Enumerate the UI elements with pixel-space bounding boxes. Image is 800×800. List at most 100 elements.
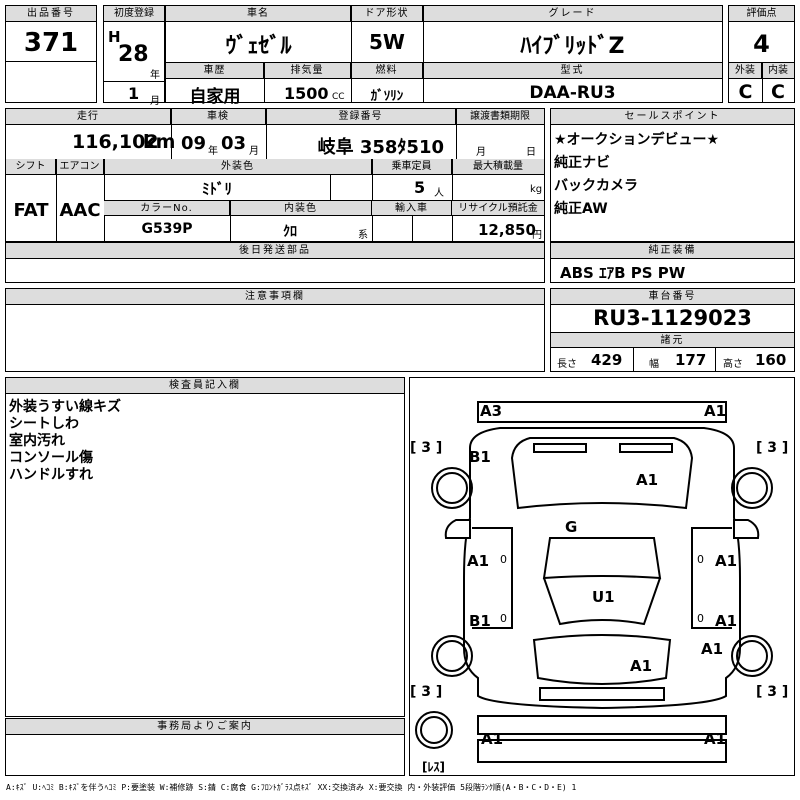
inspector-note-4: コンソール傷 [9,450,93,466]
mark-front-bumper-left: A3 [480,402,503,420]
model-code-label: 型式 [423,63,722,79]
mark-rear-right-fender: A1 [701,640,724,658]
int-color-suffix: 系 [358,230,368,241]
notes-label: 注意事項欄 [6,289,544,305]
recycle-label: リサイクル預託金 [452,201,544,216]
aircon-value: AAC [59,200,101,221]
grade-value: ﾊｲﾌﾞﾘｯﾄﾞZ [520,34,625,59]
displacement-unit: CC [332,92,345,102]
score-box: 評価点 4 外装 内装 C C [728,5,795,103]
width-label: 幅 [649,359,659,370]
interior-value: C [771,81,785,103]
chassis-box: 車台番号 RU3-1129023 諸元 長さ 429 幅 177 高さ 160 [550,288,795,372]
office-box: 事務局よりご案内 [5,718,405,776]
mark-windshield: G [565,518,578,536]
car-name-label: 車名 [166,6,351,22]
damage-diagram-box: A3 A1 B1 A1 G A1 A1 U1 B1 A1 A1 A1 A1 A1… [409,377,795,776]
specs-label: 諸元 [551,332,794,348]
mark-front-right-door: A1 [715,552,738,570]
tire-front-right: [ 3 ] [756,440,789,456]
later-parts-box: 後日発送部品 [5,242,545,283]
height-label: 高さ [723,359,743,370]
later-parts-label: 後日発送部品 [6,243,544,259]
mileage-unit: km [143,131,176,153]
shift-label: シフト [6,159,56,175]
max-load-unit: kg [530,184,543,195]
capacity-value: 5 [414,178,426,197]
length-value: 429 [591,351,623,369]
tire-rear-right: [ 3 ] [756,684,789,700]
grade-label: グレード [423,6,722,22]
max-load-label: 最大積載量 [452,159,544,175]
transfer-day: 日 [526,147,536,158]
recycle-unit: 円 [532,230,542,241]
zero-mark-3: 0 [500,612,507,625]
genuine-equipment-box: 純正装備 ABS ｴｱB PS PW [550,242,795,283]
lot-number-label: 出品番号 [6,6,96,22]
spare-tire: [ﾚｽ] [422,760,445,774]
width-value: 177 [675,351,707,369]
mark-trunk: A1 [630,657,653,675]
displacement-value: 1500 [284,84,329,103]
legend-text: A:ｷｽﾞ U:ﾍｺﾐ B:ｷｽﾞを伴うﾍｺﾐ P:要塗装 W:補修跡 S:錆 … [6,783,577,792]
inspection-label: 車検 [171,109,266,125]
transfer-month: 月 [476,147,486,158]
sales-point-1: ★オークションデビュー★ [554,132,720,148]
sales-point-2: 純正ナビ [554,155,610,171]
fuel-label: 燃料 [351,63,423,79]
mileage-value: 116,102 [72,131,159,153]
inspection-year-unit: 年 [208,146,218,157]
displacement-label: 排気量 [264,63,351,79]
era-label: H [108,28,121,46]
interior-label: 内装 [762,63,794,79]
notes-box: 注意事項欄 [5,288,545,372]
zero-mark-2: 0 [697,553,704,566]
color-no-label: カラーNo. [104,201,230,216]
mark-hood: A1 [636,471,659,489]
inspection-month: 03 [221,133,247,154]
history-value: 自家用 [189,87,241,107]
chassis-number-label: 車台番号 [551,289,794,305]
exterior-value: C [738,81,753,103]
inspector-box: 検査員記入欄 外装うすい線キズ シートしわ 室内汚れ コンソール傷 ハンドルすれ [5,377,405,717]
recycle-value: 12,850 [478,221,536,239]
capacity-unit: 人 [434,188,444,199]
fuel-value: ｶﾞｿﾘﾝ [370,89,404,104]
score-label: 評価点 [729,6,794,22]
vehicle-details-box: 走行 車検 登録番号 譲渡書類期限 116,102 km 09 年 03 月 岐… [5,108,545,242]
first-registration-label: 初度登録 [104,6,164,22]
transfer-deadline-label: 譲渡書類期限 [456,109,544,125]
ext-color-value: ﾐﾄﾞﾘ [201,180,232,198]
registration-year: 28 [118,42,149,67]
aircon-label: エアコン [56,159,104,175]
tire-rear-left: [ 3 ] [410,684,443,700]
tire-front-left: [ 3 ] [410,440,443,456]
mileage-label: 走行 [6,109,171,125]
int-color-value: ｸﾛ [283,224,297,240]
mark-front-left-fender: B1 [469,448,491,466]
car-info-box: 車名 ドア形状 グレード ｳﾞｪｾﾞﾙ 5W ﾊｲﾌﾞﾘｯﾄﾞZ 車歴 排気量 … [165,5,723,107]
office-label: 事務局よりご案内 [6,719,404,735]
import-label: 輸入車 [372,201,452,216]
chassis-number-value: RU3-1129023 [593,306,752,330]
mark-front-bumper-right: A1 [704,402,727,420]
first-registration-box: 初度登録 H 28 年 1 月 [103,5,165,107]
mark-rear-bumper-left: A1 [481,730,504,748]
capacity-label: 乗車定員 [372,159,452,175]
zero-mark-4: 0 [697,612,704,625]
ext-color-label: 外装色 [104,159,372,175]
sales-point-3: バックカメラ [554,178,638,194]
mark-rear-bumper-right: A1 [704,730,727,748]
car-outline-diagram [415,401,773,763]
zero-mark-1: 0 [500,553,507,566]
length-label: 長さ [557,359,577,370]
inspector-note-3: 室内汚れ [9,433,65,449]
history-label: 車歴 [166,63,264,79]
sales-point-4: 純正AW [554,201,608,217]
score-value: 4 [753,30,770,58]
registration-month: 1 [128,84,140,103]
inspector-label: 検査員記入欄 [6,378,404,394]
int-color-label: 内装色 [230,201,372,216]
lot-number-value: 371 [23,28,79,58]
inspector-note-2: シートしわ [9,416,79,432]
